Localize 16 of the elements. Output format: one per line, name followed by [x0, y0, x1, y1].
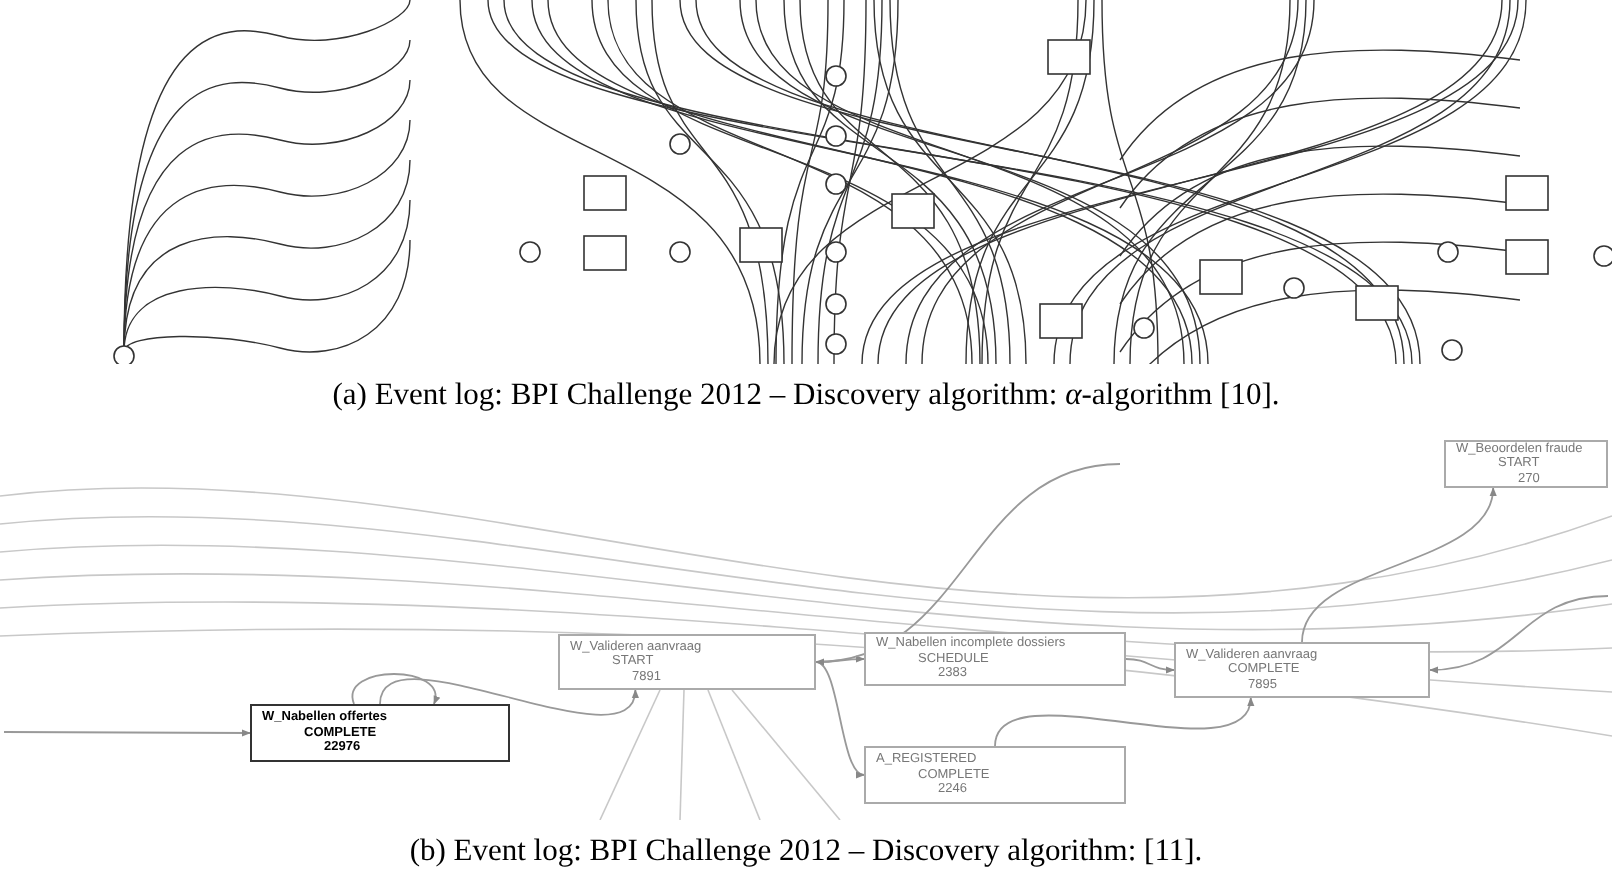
figure-caption: (b) Event log: BPI Challenge 2012 – Discovery algorithm: [11]. — [409, 834, 1203, 868]
activity-box — [1174, 642, 1430, 698]
activity-box — [1444, 440, 1608, 488]
arrow — [1125, 658, 1175, 674]
activity-box — [864, 632, 1126, 686]
arrow — [994, 697, 1252, 747]
arrow — [815, 661, 865, 776]
figure-caption: (a) Event log: BPI Challenge 2012 – Discovery algorithm: α-algorithm [10]. — [332, 378, 1280, 412]
activity-box — [250, 704, 510, 762]
arrow — [1429, 595, 1609, 673]
activity-box — [558, 634, 816, 690]
arrow — [351, 673, 439, 705]
arrow — [3, 729, 251, 737]
arrow — [379, 678, 637, 716]
arrow — [1301, 487, 1496, 643]
activity-box — [864, 746, 1126, 804]
